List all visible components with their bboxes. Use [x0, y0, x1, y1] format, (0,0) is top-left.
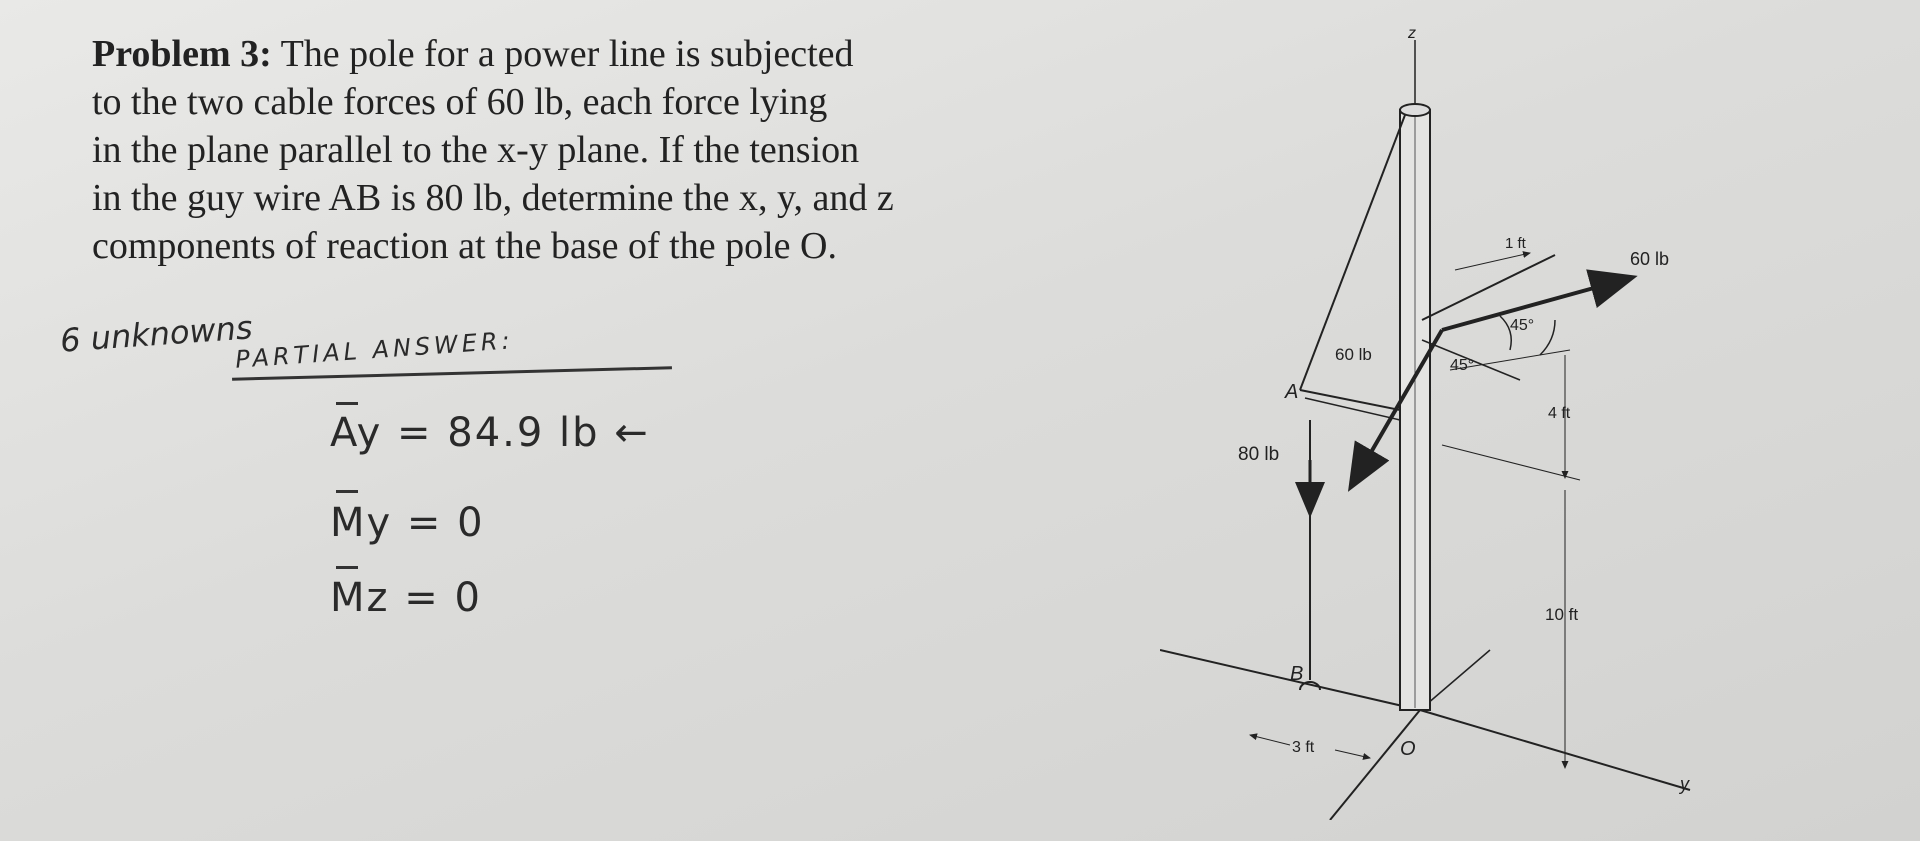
y-axis — [1419, 709, 1691, 791]
problem-line-2: to the two cable forces of 60 lb, each f… — [92, 81, 828, 123]
pole-top — [1399, 103, 1431, 117]
answer-ay-rhs: = 84.9 lb — [397, 410, 600, 456]
label-60lb-right: 60 lb — [1630, 249, 1669, 269]
label-x: x — [1319, 816, 1330, 820]
bracket-a — [1299, 389, 1401, 411]
label-y: y — [1678, 774, 1690, 794]
angle-arc-1 — [1499, 315, 1512, 351]
overbar-ay — [336, 402, 358, 405]
label-b: B — [1290, 663, 1303, 685]
label-a: A — [1284, 381, 1298, 403]
problem-statement: Problem 3: The pole for a power line is … — [92, 30, 992, 270]
guy-wire — [1299, 114, 1406, 391]
answer-my-rhs: = 0 — [406, 500, 485, 546]
label-1ft: 1 ft — [1505, 235, 1527, 252]
dim-3ft — [1334, 749, 1371, 760]
label-45-1: 45° — [1510, 317, 1534, 334]
crossarm — [1421, 254, 1556, 321]
overbar-mz — [336, 566, 358, 569]
pole-diagram: z x y A B O 60 lb 60 lb 80 lb 45° 45° 1 … — [1160, 25, 1691, 820]
answer-ay-lhs: Ay — [330, 410, 383, 456]
answer-mz: Mz = 0 — [330, 575, 482, 621]
label-4ft: 4 ft — [1548, 405, 1571, 422]
problem-line-3: in the plane parallel to the x-y plane. … — [92, 129, 860, 171]
answer-my-lhs: My — [330, 500, 393, 546]
x-axis — [1329, 709, 1421, 820]
handwritten-unknowns: 6 unknowns — [58, 308, 254, 360]
label-3ft: 3 ft — [1292, 739, 1315, 756]
arrow-60lb-left — [1347, 328, 1444, 492]
answer-my: My = 0 — [330, 500, 485, 546]
label-z: z — [1407, 25, 1416, 42]
answer-ay: Ay = 84.9 lb ← — [330, 410, 650, 456]
overbar-my — [336, 490, 358, 493]
label-80lb: 80 lb — [1238, 444, 1279, 465]
label-10ft: 10 ft — [1545, 605, 1578, 624]
answer-mz-rhs: = 0 — [404, 575, 482, 621]
problem-line-1: Problem 3: The pole for a power line is … — [92, 33, 854, 75]
angle-arc-2 — [1539, 319, 1556, 356]
label-45-2: 45° — [1450, 357, 1474, 374]
problem-line-4: in the guy wire AB is 80 lb, determine t… — [92, 177, 894, 219]
problem-line-5: components of reaction at the base of th… — [92, 225, 837, 267]
answer-mz-lhs: Mz — [330, 575, 390, 621]
anchor-b — [1299, 681, 1321, 691]
y-axis-back — [1419, 649, 1491, 711]
x-axis-back — [1160, 649, 1421, 711]
label-o: O — [1400, 738, 1416, 760]
arrow-60lb-right — [1441, 269, 1638, 332]
problem-label: Problem 3: — [92, 33, 272, 75]
handwritten-partial-answer: PARTIAL ANSWER: — [234, 326, 515, 374]
answer-ay-arrow: ← — [614, 410, 650, 456]
label-60lb-left: 60 lb — [1335, 345, 1372, 364]
dim-1ft — [1454, 251, 1531, 271]
